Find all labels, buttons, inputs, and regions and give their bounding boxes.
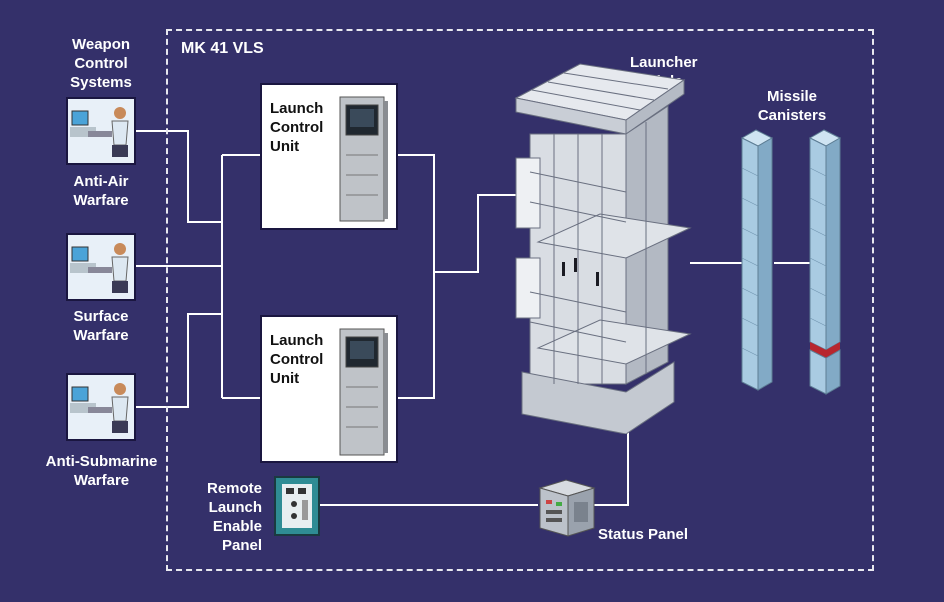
station-label-surface: Surface Warfare bbox=[73, 308, 129, 344]
launch-control-unit-card: Launch Control Unit bbox=[260, 83, 398, 230]
station-label-anti-air: Anti-Air Warfare bbox=[73, 173, 129, 209]
wire-anti-submarine bbox=[136, 313, 222, 408]
missile-canisters-label: Missile Canisters bbox=[757, 88, 827, 124]
cabinet-icon bbox=[339, 328, 388, 456]
operator-workstation-icon bbox=[66, 233, 136, 301]
status-panel-icon bbox=[538, 479, 596, 537]
launcher-module-illustration bbox=[514, 63, 692, 434]
lcu-label: Launch Control Unit bbox=[270, 100, 324, 155]
cabinet-icon bbox=[339, 96, 388, 222]
lcu-label: Launch Control Unit bbox=[270, 332, 324, 387]
wire-lcu-launcher bbox=[434, 194, 518, 273]
missile-canister-icon bbox=[740, 129, 774, 391]
remote-launch-enable-panel-label: Remote Launch Enable Panel bbox=[206, 480, 262, 554]
operator-workstation-icon bbox=[66, 373, 136, 441]
mk41-vls-boundary bbox=[166, 29, 874, 571]
missile-canister-icon bbox=[808, 129, 842, 395]
operator-workstation-icon bbox=[66, 97, 136, 165]
remote-launch-panel-icon bbox=[274, 476, 320, 536]
status-panel-label: Status Panel bbox=[598, 526, 689, 543]
wire-launcher-status bbox=[594, 418, 629, 506]
weapon-control-systems-label: Weapon Control Systems bbox=[70, 36, 132, 91]
wire-anti-air bbox=[136, 130, 222, 223]
launch-control-unit-card: Launch Control Unit bbox=[260, 315, 398, 463]
station-label-anti-submarine: Anti-Submarine Warfare bbox=[45, 453, 158, 489]
frame-title: MK 41 VLS bbox=[181, 40, 264, 57]
